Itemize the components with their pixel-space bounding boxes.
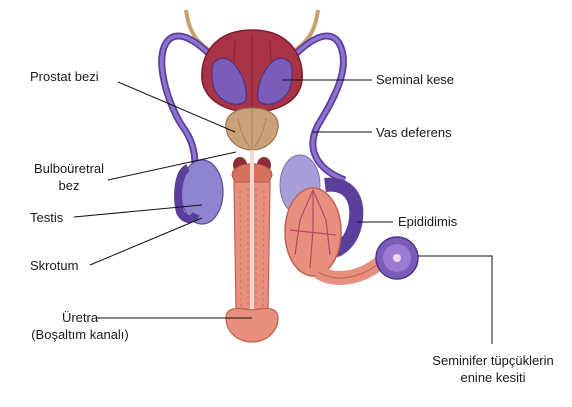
- testis-lobules: [289, 189, 337, 269]
- prostate-lobes: [237, 110, 267, 150]
- leader-testis: [73, 204, 203, 218]
- penis-shaft-texture: [239, 188, 265, 309]
- leader-scrotum: [89, 217, 203, 266]
- seminal-vesicle-left: [211, 57, 247, 105]
- label-bulbouretral-line2: bez: [58, 178, 80, 193]
- label-bulbouretral-line1: Bulboüretral: [33, 161, 105, 176]
- urethra-channel: [250, 150, 254, 315]
- label-seminiferous-line2: enine kesiti: [460, 370, 526, 385]
- label-seminal: Seminal kese: [376, 72, 455, 87]
- glans: [225, 307, 279, 343]
- label-prostate: Prostat bezi: [30, 69, 99, 84]
- label-seminiferous-line1: Seminifer tüpçüklerin: [432, 353, 554, 368]
- vas-deferens-right-inner: [278, 34, 346, 182]
- epididymis-left: [174, 164, 200, 223]
- leader-seminiferous: [418, 255, 493, 344]
- label-scrotum: Skrotum: [30, 258, 79, 273]
- label-epididymis: Epididimis: [398, 214, 458, 229]
- seminal-vesicle-right: [257, 57, 293, 105]
- label-testis: Testis: [30, 210, 64, 225]
- label-vas: Vas deferens: [376, 125, 452, 140]
- label-urethra-line2: (Boşaltım kanalı): [31, 327, 129, 342]
- leader-bulbouretral: [107, 151, 237, 181]
- vas-deferens-left-inner: [160, 34, 227, 186]
- leader-prostate: [117, 81, 236, 133]
- label-urethra-line1: Üretra: [61, 310, 99, 325]
- seminiferous-lumen: [393, 254, 401, 262]
